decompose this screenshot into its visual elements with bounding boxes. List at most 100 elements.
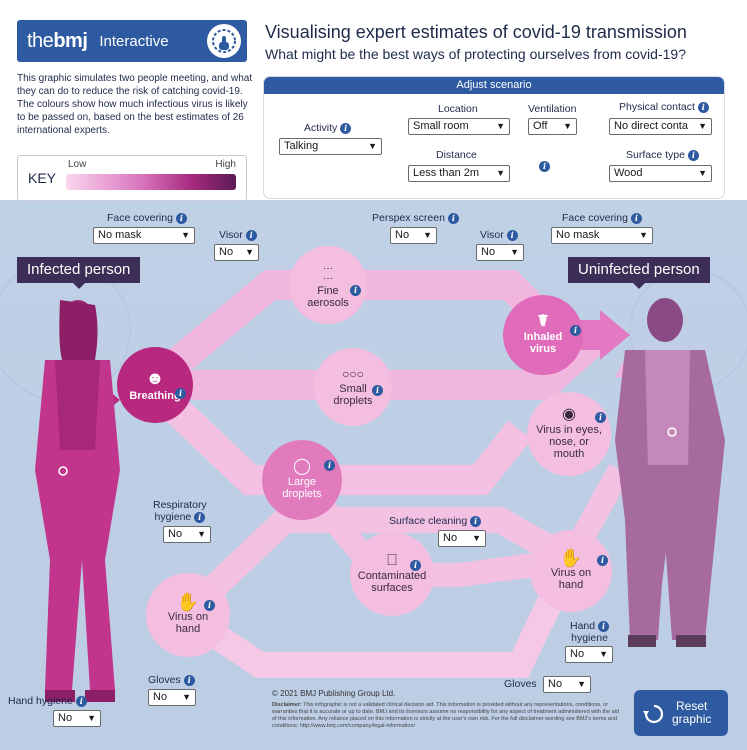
physical-contact-label: Physical contact i <box>619 101 709 113</box>
info-icon[interactable]: i <box>183 674 195 686</box>
info-icon[interactable]: i <box>350 285 361 296</box>
face-covering-right-select[interactable]: No mask▼ <box>551 227 653 244</box>
visor-left-select[interactable]: No▼ <box>214 244 259 261</box>
hand-hygiene-left-select[interactable]: No▼ <box>53 710 101 727</box>
distance-select[interactable]: Less than 2m▼ <box>408 165 510 182</box>
face-covering-right-label: Face covering i <box>562 212 642 224</box>
chevron-down-icon: ▼ <box>197 529 206 539</box>
info-icon[interactable]: i <box>595 412 606 423</box>
chevron-down-icon: ▼ <box>368 141 377 151</box>
info-icon[interactable]: i <box>539 161 550 172</box>
activity-select[interactable]: Talking▼ <box>279 138 382 155</box>
chevron-down-icon: ▼ <box>698 121 707 131</box>
gloves-left-label: Gloves i <box>148 674 195 686</box>
lungs-icon: ☤ <box>537 312 549 330</box>
info-icon[interactable]: i <box>570 325 581 336</box>
info-icon[interactable]: i <box>245 229 257 241</box>
hand-icon: ✋ <box>176 591 200 612</box>
key-label: KEY <box>28 170 57 186</box>
page-subtitle: What might be the best ways of protectin… <box>265 46 686 62</box>
ventilation-label: Ventilation <box>528 103 577 115</box>
path-small-droplets <box>150 323 611 400</box>
reset-icon <box>643 704 664 724</box>
location-label: Location <box>438 103 478 115</box>
page-title: Visualising expert estimates of covid-19… <box>265 22 687 42</box>
gloves-left-select[interactable]: No▼ <box>148 689 196 706</box>
chevron-down-icon: ▼ <box>182 692 191 702</box>
reset-label-line2: graphic <box>672 712 712 726</box>
infected-person-figure <box>35 300 120 702</box>
visor-left-label: Visor i <box>219 229 257 241</box>
hand-icon: ✋ <box>559 547 583 568</box>
info-icon[interactable]: i <box>75 695 87 707</box>
perspex-screen-select[interactable]: No▼ <box>390 227 437 244</box>
info-icon[interactable]: i <box>597 555 608 566</box>
info-icon[interactable]: i <box>372 385 383 396</box>
surface-cleaning-select[interactable]: No▼ <box>438 530 486 547</box>
uninfected-person-tag: Uninfected person <box>568 257 710 289</box>
color-key: KEY Low High <box>17 155 247 201</box>
chevron-down-icon: ▼ <box>599 649 608 659</box>
surface-type-label: Surface type i <box>626 149 699 161</box>
surface-type-select[interactable]: Wood▼ <box>609 165 712 182</box>
breathing-icon: ☻ <box>145 367 165 388</box>
visor-right-label: Visor i <box>480 229 518 241</box>
breathing-node[interactable]: ☻ Breathing <box>117 347 193 423</box>
info-icon[interactable]: i <box>340 122 352 134</box>
respiratory-hygiene-select[interactable]: No▼ <box>163 526 211 543</box>
info-icon[interactable]: i <box>697 101 709 113</box>
ventilation-select[interactable]: Off▼ <box>528 118 577 135</box>
adjust-scenario-panel: Adjust scenario Activity i Talking▼ Loca… <box>264 77 724 198</box>
key-gradient-bar <box>66 174 236 190</box>
uninfected-person-figure <box>615 298 725 647</box>
key-high-label: High <box>215 159 236 170</box>
info-icon[interactable]: i <box>447 212 459 224</box>
info-icon[interactable]: i <box>175 388 186 399</box>
touch-icon <box>207 24 241 58</box>
gloves-right-label: Gloves <box>504 678 537 690</box>
chevron-down-icon: ▼ <box>496 121 505 131</box>
info-icon[interactable]: i <box>598 620 610 632</box>
distance-label: Distance <box>436 149 477 161</box>
info-icon[interactable]: i <box>175 212 187 224</box>
chevron-down-icon: ▼ <box>245 247 254 257</box>
face-covering-left-select[interactable]: No mask▼ <box>93 227 195 244</box>
info-icon[interactable]: i <box>410 560 421 571</box>
info-icon[interactable]: i <box>687 149 699 161</box>
perspex-screen-label: Perspex screen i <box>372 212 459 224</box>
chevron-down-icon: ▼ <box>181 230 190 240</box>
info-icon[interactable]: i <box>630 212 642 224</box>
info-icon[interactable]: i <box>324 460 335 471</box>
chevron-down-icon: ▼ <box>510 247 519 257</box>
logo-section-label: Interactive <box>99 32 169 50</box>
info-icon[interactable]: i <box>204 600 215 611</box>
info-icon[interactable]: i <box>194 511 206 523</box>
droplet-icon: ◯ <box>293 457 311 475</box>
chevron-down-icon: ▼ <box>423 230 432 240</box>
info-icon[interactable]: i <box>470 515 482 527</box>
scenario-heading: Adjust scenario <box>264 77 724 94</box>
chevron-down-icon: ▼ <box>496 168 505 178</box>
info-icon[interactable]: i <box>506 229 518 241</box>
chevron-down-icon: ▼ <box>639 230 648 240</box>
hand-hygiene-right-select[interactable]: No▼ <box>565 646 613 663</box>
bmj-logo[interactable]: thebmj Interactive <box>17 20 247 62</box>
surface-cleaning-label: Surface cleaning i <box>389 515 482 527</box>
eye-icon: ◉ <box>562 405 576 423</box>
physical-contact-select[interactable]: No direct conta▼ <box>609 118 712 135</box>
visor-right-select[interactable]: No▼ <box>476 244 524 261</box>
location-select[interactable]: Small room▼ <box>408 118 510 135</box>
door-handle-icon: ⎕ <box>387 551 397 569</box>
chevron-down-icon: ▼ <box>563 121 572 131</box>
hand-hygiene-left-label: Hand hygiene i <box>8 695 87 707</box>
breathing-label: Breathing <box>129 389 181 402</box>
gloves-right-select[interactable]: No▼ <box>543 676 591 693</box>
